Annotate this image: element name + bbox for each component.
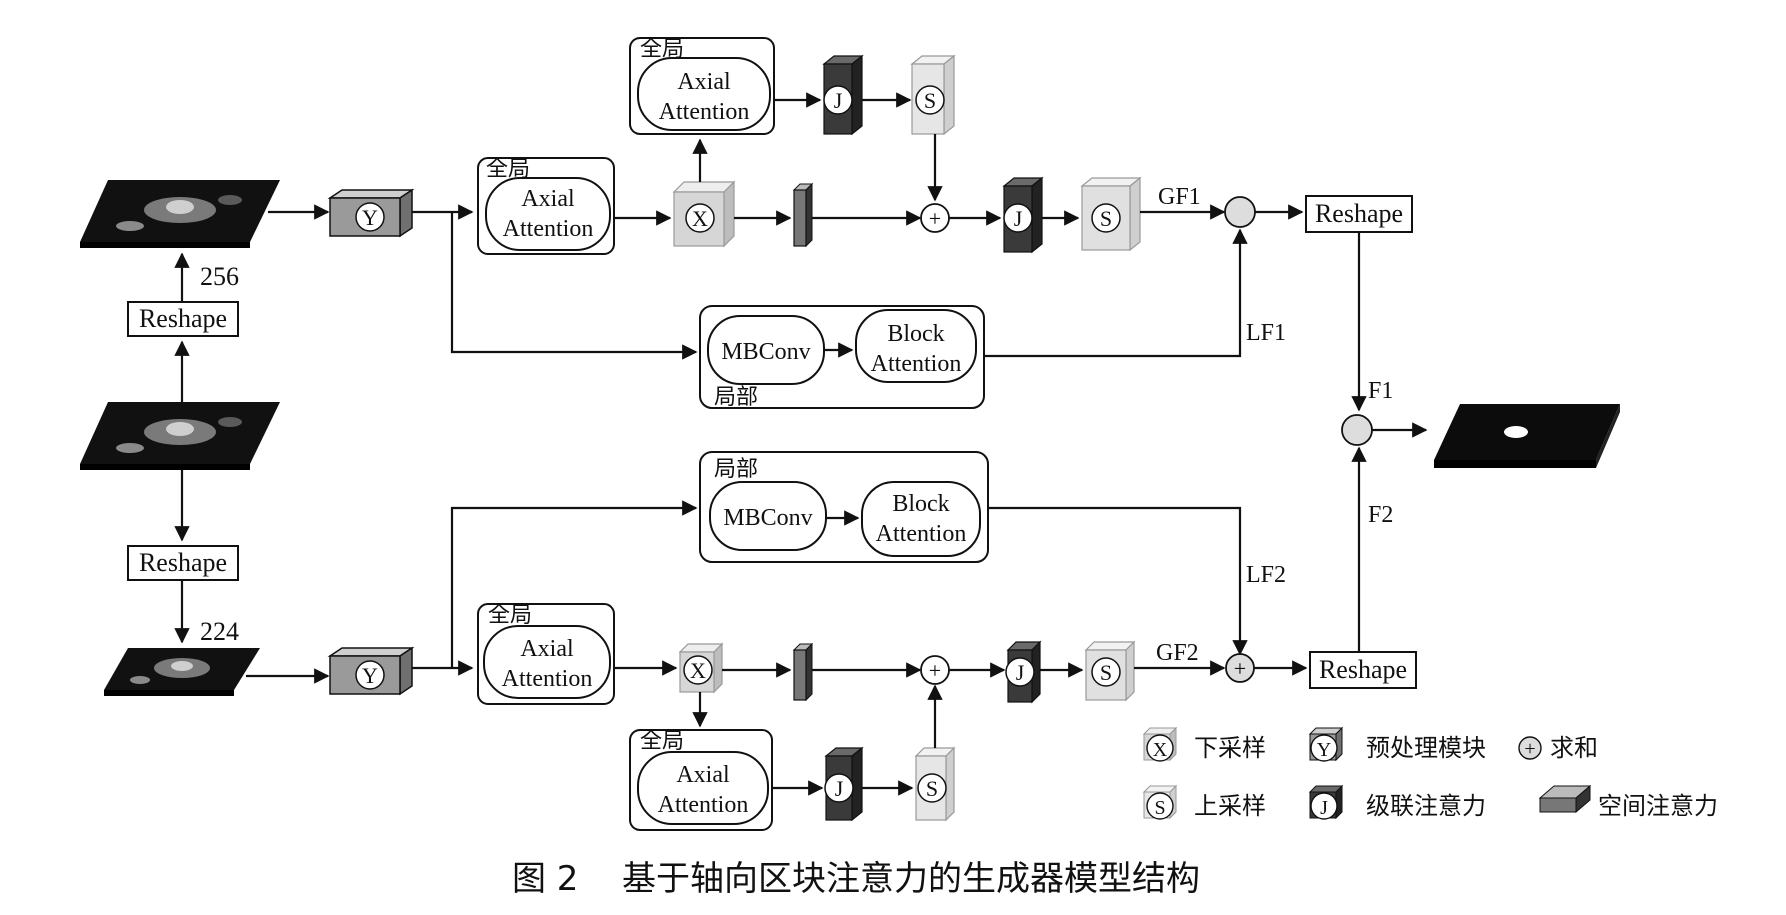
svg-text:Reshape: Reshape <box>1319 655 1407 684</box>
svg-text:Attention: Attention <box>502 666 593 692</box>
svg-text:Attention: Attention <box>503 216 594 242</box>
svg-text:求和: 求和 <box>1550 734 1598 762</box>
svg-text:Attention: Attention <box>658 792 749 818</box>
legend: X 下采样 Y 预处理模块 + 求和 S 上采样 <box>1142 726 1718 820</box>
svg-text:X: X <box>1153 739 1168 761</box>
svg-text:Block: Block <box>892 491 949 517</box>
svg-text:J: J <box>1320 797 1328 819</box>
reshape-box-224 <box>127 545 239 581</box>
input-image-original <box>80 402 280 470</box>
svg-text:J: J <box>1014 206 1023 231</box>
legend-sum: + 求和 <box>1518 734 1598 762</box>
reshape-box-256 <box>127 301 239 337</box>
cascade-attention-cube-upper: J <box>822 54 864 136</box>
cascade-attention-cube-lower: J <box>824 746 864 822</box>
output-segmentation-mask <box>1434 404 1620 468</box>
svg-text:MBConv: MBConv <box>723 505 812 531</box>
svg-text:MBConv: MBConv <box>721 339 810 365</box>
svg-text:Attention: Attention <box>871 351 962 377</box>
svg-text:X: X <box>690 658 706 683</box>
reshape-label-224: Reshape <box>139 548 227 577</box>
svg-text:J: J <box>1016 660 1025 685</box>
svg-text:下采样: 下采样 <box>1194 734 1266 762</box>
spatial-attention-bar-bottom <box>792 642 814 702</box>
upsample-cube-upper: S <box>910 54 956 136</box>
svg-text:空间注意力: 空间注意力 <box>1598 792 1718 820</box>
upsample-cube-top: S <box>1080 176 1142 252</box>
size-label-256: 256 <box>200 262 239 291</box>
fusion-node-final <box>1341 414 1373 446</box>
fusion-node-top <box>1224 196 1256 228</box>
svg-text:Y: Y <box>362 663 378 688</box>
global-label-lower: 全局 <box>640 729 684 754</box>
downsample-cube-top: X <box>672 180 736 248</box>
lf2-label: LF2 <box>1246 562 1286 588</box>
svg-text:Axial: Axial <box>521 186 575 212</box>
legend-spatial-attention: 空间注意力 <box>1538 784 1718 820</box>
downsample-cube-bottom: X <box>678 642 724 694</box>
svg-text:J: J <box>834 88 843 113</box>
f2-label: F2 <box>1368 502 1393 528</box>
svg-text:S: S <box>1154 797 1165 819</box>
upsample-cube-bottom: S <box>1084 640 1136 702</box>
f1-label: F1 <box>1368 378 1393 404</box>
svg-text:J: J <box>835 776 844 801</box>
legend-cascade-attention: J 级联注意力 <box>1308 784 1486 820</box>
svg-text:S: S <box>1100 206 1112 231</box>
svg-text:X: X <box>692 206 708 231</box>
svg-text:Axial: Axial <box>677 69 731 95</box>
lf1-label: LF1 <box>1246 320 1286 346</box>
preprocess-module-top: Y <box>327 188 415 238</box>
reshape-box-top-right <box>1305 195 1413 233</box>
svg-text:Y: Y <box>1317 739 1331 761</box>
svg-text:预处理模块: 预处理模块 <box>1366 734 1486 762</box>
gf2-label: GF2 <box>1156 640 1199 666</box>
gf1-label: GF1 <box>1158 184 1201 210</box>
input-image-224 <box>104 648 260 696</box>
svg-text:上采样: 上采样 <box>1194 792 1266 820</box>
cascade-attention-cube-top: J <box>1002 176 1044 254</box>
global-label-bottom: 全局 <box>488 603 532 628</box>
svg-text:Attention: Attention <box>659 99 750 125</box>
local-label-top: 局部 <box>714 385 758 410</box>
local-label-bottom: 局部 <box>714 457 758 482</box>
svg-text:Axial: Axial <box>676 762 730 788</box>
reshape-box-bottom-right <box>1309 651 1417 689</box>
cascade-attention-cube-bottom: J <box>1005 640 1042 704</box>
figure-number: 图 2 <box>512 859 578 899</box>
legend-downsample: X 下采样 <box>1142 726 1266 762</box>
svg-text:Axial: Axial <box>520 636 574 662</box>
svg-text:Y: Y <box>362 205 378 230</box>
svg-text:+: + <box>929 658 941 683</box>
spatial-attention-bar-top <box>792 182 814 248</box>
legend-preprocess: Y 预处理模块 <box>1308 726 1486 762</box>
svg-text:+: + <box>1234 656 1246 681</box>
svg-text:Attention: Attention <box>876 521 967 547</box>
reshape-label-256: Reshape <box>139 304 227 333</box>
input-image-256 <box>80 180 280 248</box>
svg-text:S: S <box>924 88 936 113</box>
svg-text:S: S <box>1100 660 1112 685</box>
figure-caption: 基于轴向区块注意力的生成器模型结构 <box>622 859 1200 899</box>
svg-text:+: + <box>1524 738 1535 760</box>
svg-text:级联注意力: 级联注意力 <box>1366 792 1486 820</box>
legend-upsample: S 上采样 <box>1142 784 1266 820</box>
svg-text:Block: Block <box>887 321 944 347</box>
upsample-cube-lower: S <box>914 746 956 822</box>
svg-text:S: S <box>926 776 938 801</box>
svg-text:Reshape: Reshape <box>1315 199 1403 228</box>
size-label-224: 224 <box>200 617 239 646</box>
svg-text:+: + <box>929 206 941 231</box>
preprocess-module-bottom: Y <box>327 646 415 696</box>
